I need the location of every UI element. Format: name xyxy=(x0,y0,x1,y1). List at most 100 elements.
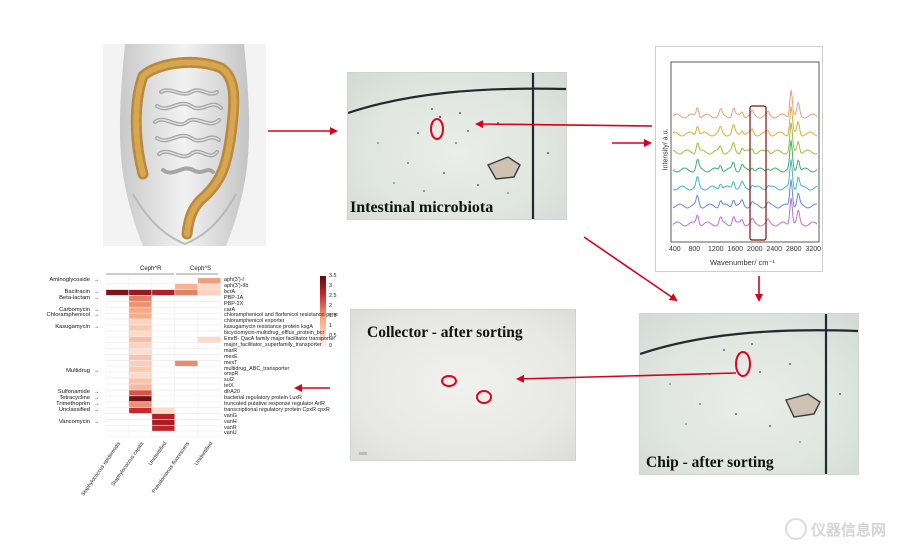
spectrum-tick: 2000 xyxy=(747,246,763,253)
heatmap-gene-label: PBP-1A xyxy=(224,294,244,301)
heatmap-gene-label: bicyclomycin-multidrug_efflux_protein_bc… xyxy=(224,330,325,337)
spectrum-series xyxy=(672,89,818,119)
heatmap-cell xyxy=(197,336,221,343)
heatmap-cell xyxy=(151,354,175,361)
heatmap-cell xyxy=(197,325,221,331)
spectrum-series xyxy=(672,106,818,137)
heatmap-cell xyxy=(105,283,129,290)
heatmap-class-label: Beta-lactam xyxy=(59,294,90,301)
heatmap-gene-label: tetX xyxy=(224,383,234,390)
heatmap-cell xyxy=(151,419,175,426)
heatmap-grid xyxy=(105,273,326,438)
heatmap-cell xyxy=(105,348,129,355)
heatmap-cell xyxy=(151,395,175,402)
heatmap-cell xyxy=(174,295,198,302)
heatmap-cell xyxy=(151,384,175,390)
heatmap-class-label: Bacitracin xyxy=(64,288,90,295)
heatmap-class-arrow: → xyxy=(94,418,100,425)
heatmap-class-label: Kasugamycin xyxy=(55,324,90,331)
heatmap-cell xyxy=(197,301,221,308)
spectrum-series xyxy=(672,140,818,173)
heatmap-cell xyxy=(128,395,152,402)
collector-scope-drawing xyxy=(359,375,492,455)
heatmap-cell xyxy=(128,277,152,284)
heatmap-cell xyxy=(128,295,152,302)
heatmap-cell xyxy=(128,330,152,337)
heatmap-cell xyxy=(105,330,129,337)
heatmap-cell xyxy=(105,431,129,438)
heatmap-cell xyxy=(105,360,129,367)
spectrum-tick: 1600 xyxy=(727,246,744,253)
heatmap-cell xyxy=(105,325,129,331)
heatmap-cell xyxy=(128,289,152,296)
colorbar-tick: 0.5 xyxy=(329,333,337,339)
colorbar-tick: 3.5 xyxy=(329,273,337,279)
intestine-figure xyxy=(103,44,266,246)
heatmap-cell xyxy=(174,354,198,361)
heatmap-cell xyxy=(197,277,221,284)
heatmap-cell xyxy=(151,413,175,420)
colorbar-tick: 2.5 xyxy=(329,293,337,299)
heatmap-cell xyxy=(128,384,152,390)
heatmap-class-label: Multidrug xyxy=(66,367,90,374)
heatmap-class-arrow: → xyxy=(94,324,100,331)
heatmap-gene-label: mexT xyxy=(224,359,238,366)
heatmap-gene-label: truncated putative response regulator Ar… xyxy=(224,400,325,407)
heatmap-cell xyxy=(128,372,152,379)
heatmap-cell xyxy=(197,431,221,438)
heatmap-cell xyxy=(174,401,198,408)
heatmap-cell xyxy=(128,419,152,426)
heatmap-colorbar xyxy=(320,276,326,348)
heatmap-cell xyxy=(128,342,152,349)
heatmap-cell xyxy=(197,348,221,355)
heatmap-cell xyxy=(197,425,221,432)
heatmap-cell xyxy=(105,389,129,396)
heatmap-cell xyxy=(174,360,198,367)
heatmap-cell xyxy=(128,378,152,384)
heatmap-gene-label: mexE xyxy=(224,353,238,360)
heatmap-cell xyxy=(128,354,152,361)
heatmap-cell xyxy=(151,295,175,302)
heatmap-cell xyxy=(105,372,129,379)
heatmap-cell xyxy=(174,342,198,349)
heatmap-cell xyxy=(128,401,152,408)
spectrum-tick: 3200 xyxy=(805,246,822,253)
heatmap-cell xyxy=(128,425,152,432)
heatmap-cell xyxy=(151,336,175,343)
heatmap-cell xyxy=(151,348,175,355)
heatmap-gene-label: vanH xyxy=(224,418,237,425)
heatmap-class-label: Tetracycline xyxy=(59,395,90,401)
heatmap-cell xyxy=(105,378,129,384)
heatmap-class-arrow: → xyxy=(94,395,100,401)
heatmap-cell xyxy=(174,313,198,320)
heatmap-cell xyxy=(151,301,175,308)
heatmap-gene-label: vanU xyxy=(224,430,237,437)
heatmap-cell xyxy=(174,395,198,402)
heatmap-cell xyxy=(105,407,129,414)
heatmap-gene-label: chloramphenicol and florfenicol resistan… xyxy=(224,312,338,319)
colorbar-tick: 1 xyxy=(329,323,332,329)
heatmap-cell xyxy=(197,307,221,314)
heatmap-cell xyxy=(128,360,152,367)
watermark: 仪器信息网 xyxy=(784,518,886,540)
heatmap-gene-label: ompR xyxy=(224,371,239,378)
heatmap-cell xyxy=(197,407,221,414)
collector-micrograph: Collector - after sorting xyxy=(350,309,576,461)
spectrum-series xyxy=(672,179,818,209)
heatmap-gene-label: chloramphenicol exporter xyxy=(224,318,285,325)
colorbar-tick: 2 xyxy=(329,303,332,309)
heatmap-cell xyxy=(151,431,175,438)
heatmap-cell xyxy=(128,307,152,314)
heatmap-cell xyxy=(128,389,152,396)
heatmap-cell xyxy=(174,425,198,432)
heatmap-cell xyxy=(151,378,175,384)
heatmap-cell xyxy=(197,319,221,325)
microbiota-micrograph: Intestinal microbiota xyxy=(347,72,567,220)
colorbar-tick: 3 xyxy=(329,283,332,289)
heatmap-cell xyxy=(197,360,221,367)
heatmap-cell xyxy=(151,342,175,349)
heatmap-cell xyxy=(151,283,175,290)
heatmap-gene-label: sul2 xyxy=(224,377,234,384)
